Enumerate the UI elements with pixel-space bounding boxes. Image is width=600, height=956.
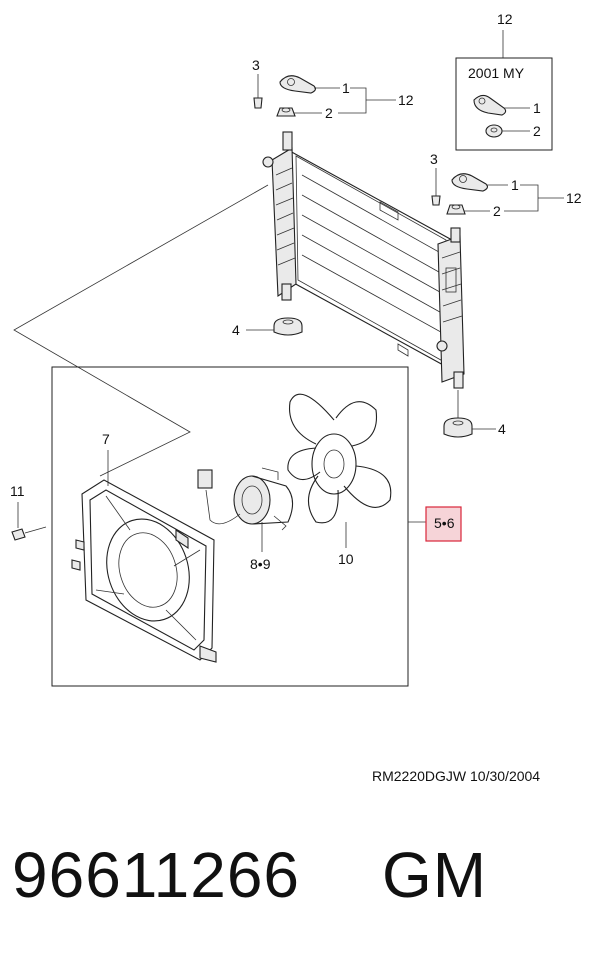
callout-top-left-bolt: 3 <box>252 57 260 73</box>
inset-title: 2001 MY <box>468 65 525 81</box>
right-bolt-icon <box>431 195 441 206</box>
fan-blade: 10 <box>287 393 392 567</box>
callout-right-bolt: 3 <box>430 151 438 167</box>
part-number: 96611266 <box>12 839 300 911</box>
drawing-reference: RM2220DGJW 10/30/2004 <box>372 768 541 784</box>
brand-name: GM <box>382 839 488 911</box>
inset-nut-icon <box>485 124 503 138</box>
fan-motor: 8•9 <box>197 467 294 572</box>
right-hardware: 3 1 2 12 <box>430 151 582 219</box>
callout-right-group: 12 <box>566 190 582 206</box>
right-nut-icon <box>446 204 466 215</box>
bolt-icon <box>253 97 263 109</box>
right-bracket-icon <box>451 173 488 192</box>
connector-icon <box>197 469 213 489</box>
exploded-parts-diagram: 12 2001 MY 1 2 3 1 2 12 3 <box>10 11 582 687</box>
fan-shroud: 7 <box>71 431 217 663</box>
screw: 11 <box>10 483 47 541</box>
top-left-hardware: 3 1 2 12 <box>252 57 414 121</box>
inset-frame <box>455 57 553 151</box>
callout-top-left-group: 12 <box>398 92 414 108</box>
left-mount: 4 <box>232 317 303 338</box>
screw-icon <box>11 528 26 541</box>
callout-shroud: 7 <box>102 431 110 447</box>
inset-callout-1: 1 <box>533 100 541 116</box>
upper-bracket-icon <box>279 75 316 94</box>
callout-screw: 11 <box>10 483 25 499</box>
inset-2001-my: 12 2001 MY 1 2 <box>455 11 553 151</box>
callout-top-left-nut: 2 <box>325 105 333 121</box>
inset-bracket-icon <box>473 94 507 116</box>
callout-fan: 10 <box>338 551 354 567</box>
callout-motor: 8•9 <box>250 556 271 572</box>
callout-top-left-bracket: 1 <box>342 80 350 96</box>
callout-right-bracket: 1 <box>511 177 519 193</box>
callout-assembly: 5•6 <box>434 515 455 531</box>
fan-assembly-frame <box>51 366 409 687</box>
left-mount-icon <box>273 317 303 336</box>
callout-right-nut: 2 <box>493 203 501 219</box>
inset-group-callout: 12 <box>497 11 513 27</box>
radiator <box>262 131 465 389</box>
assembly-callout[interactable]: 5•6 <box>408 506 462 542</box>
callout-right-mount: 4 <box>498 421 506 437</box>
right-mount-icon <box>443 417 473 438</box>
inset-callout-2: 2 <box>533 123 541 139</box>
assembly-highlight-box[interactable] <box>425 506 462 542</box>
right-mount: 4 <box>443 390 506 438</box>
callout-left-mount: 4 <box>232 322 240 338</box>
